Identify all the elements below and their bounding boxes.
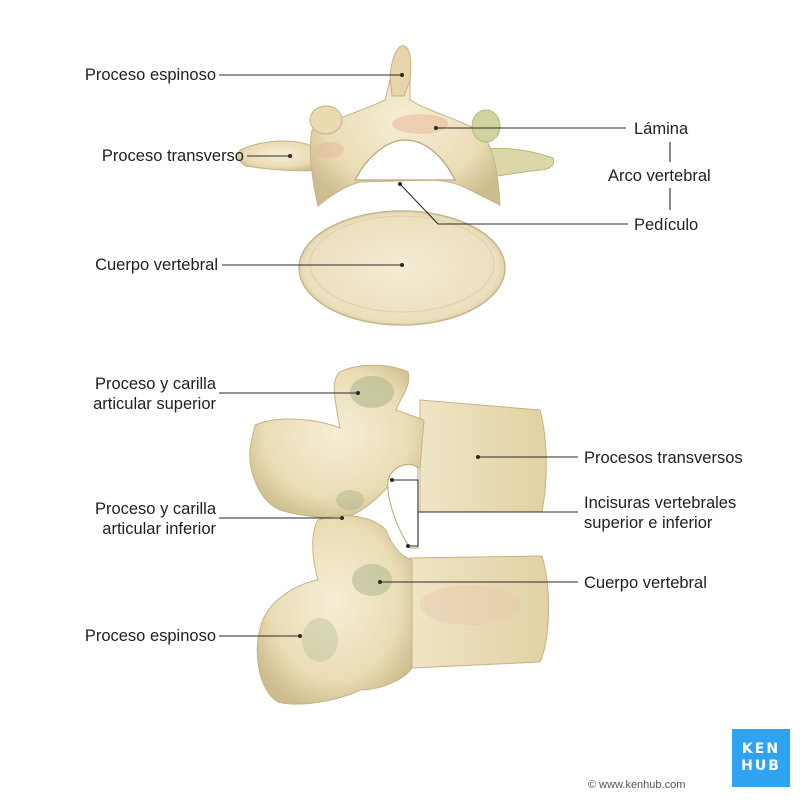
label-arco-vertebral: Arco vertebral — [608, 166, 711, 186]
label-lamina: Lámina — [634, 119, 688, 139]
label-proceso-carilla-superior-line2: articular superior — [20, 394, 216, 414]
kenhub-logo: KEN HUB — [732, 729, 790, 787]
lower-posterior-elements-shape — [257, 516, 412, 704]
superior-articular-left-shape — [310, 106, 342, 134]
label-incisuras: Incisuras vertebrales superior e inferio… — [584, 493, 736, 533]
label-proceso-carilla-inferior: Proceso y carilla articular inferior — [20, 499, 216, 539]
label-proceso-carilla-superior-line1: Proceso y carilla — [20, 374, 216, 394]
label-incisuras-line2: superior e inferior — [584, 513, 736, 533]
intervertebral-foramen-shape — [388, 464, 418, 548]
label-incisuras-line1: Incisuras vertebrales — [584, 493, 736, 513]
superior-articular-right-shape — [472, 110, 500, 142]
kenhub-logo-line1: KEN — [732, 741, 790, 758]
vertebra-superior-view — [238, 46, 554, 325]
label-pediculo: Pedículo — [634, 215, 698, 235]
label-cuerpo-vertebral-top: Cuerpo vertebral — [40, 255, 218, 275]
label-procesos-transversos: Procesos transversos — [584, 448, 743, 468]
vertebral-body-superior-shape — [299, 211, 505, 325]
label-proceso-carilla-superior: Proceso y carilla articular superior — [20, 374, 216, 414]
label-proceso-espinoso-top: Proceso espinoso — [40, 65, 216, 85]
label-proceso-espinoso-lateral: Proceso espinoso — [40, 626, 216, 646]
upper-vertebral-body-shape — [420, 400, 546, 512]
kenhub-logo-line2: HUB — [732, 758, 790, 775]
copyright-credit: © www.kenhub.com — [588, 779, 685, 791]
label-cuerpo-vertebral-lateral: Cuerpo vertebral — [584, 573, 707, 593]
vertebrae-lateral-view — [250, 365, 549, 704]
label-proceso-transverso: Proceso transverso — [20, 146, 244, 166]
label-proceso-carilla-inferior-line2: articular inferior — [20, 519, 216, 539]
label-proceso-carilla-inferior-line1: Proceso y carilla — [20, 499, 216, 519]
